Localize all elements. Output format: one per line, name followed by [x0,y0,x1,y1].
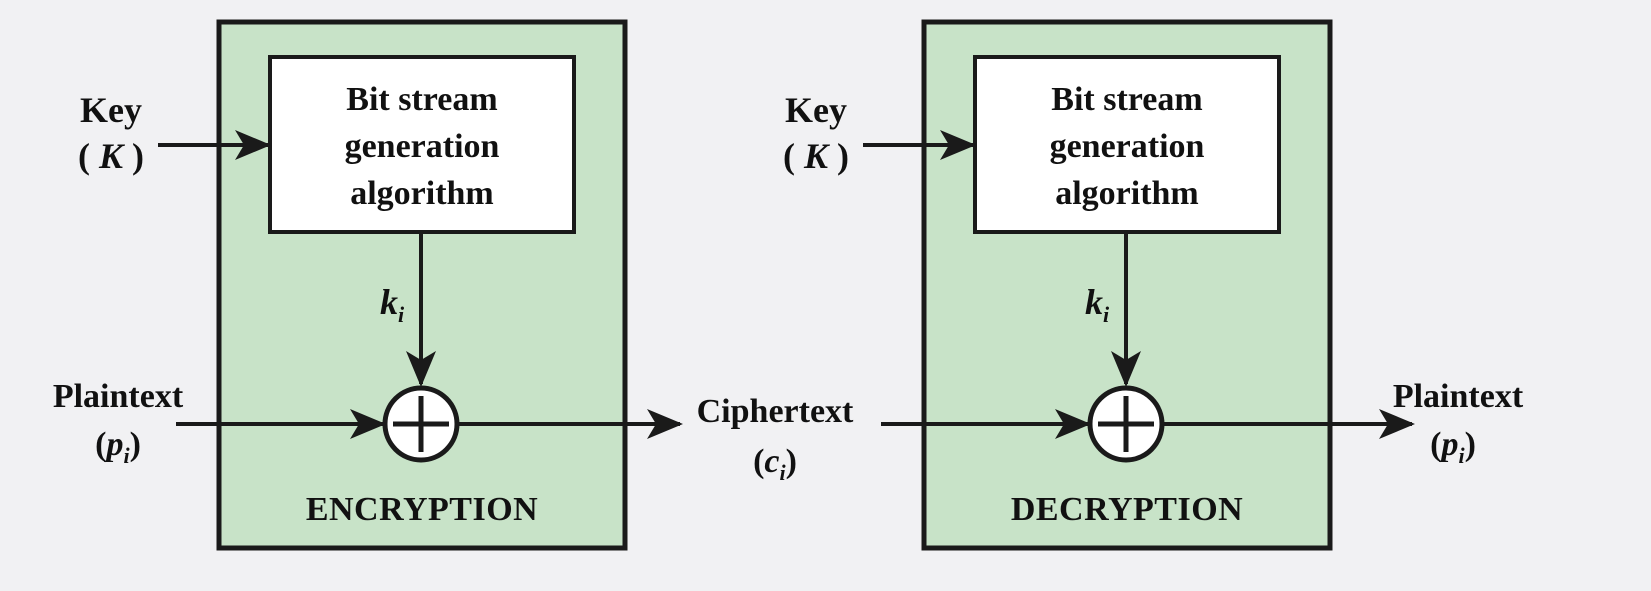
decryption-generator-label: Bit stream generation algorithm [975,76,1279,217]
generator-line-3: algorithm [350,175,494,212]
paren-open: ( [95,426,107,463]
decryption-title: DECRYPTION [924,493,1330,527]
encryption-generator-label: Bit stream generation algorithm [270,76,574,217]
encryption-key-label: Key [66,92,156,128]
plaintext-subscript: i [1458,443,1465,468]
paren-close: ) [129,426,141,463]
encryption-xor-icon [382,385,460,463]
plaintext-label-text: Plaintext [1392,378,1524,415]
encryption-plaintext-label: Plaintext [38,380,198,414]
encryption-keystream-label: ki [372,282,412,326]
keystream-symbol: k [1084,282,1103,322]
encryption-title-text: ENCRYPTION [305,491,539,528]
encryption-key-symbol: ( K ) [66,138,156,174]
ciphertext-label-text: Ciphertext [696,393,854,430]
plaintext-symbol: p [1441,426,1459,463]
plaintext-label-text: Plaintext [52,378,184,415]
keystream-subscript: i [1102,302,1110,327]
ciphertext-label: Ciphertext [680,395,870,429]
generator-line-1: Bit stream [346,81,498,118]
decryption-key-label: Key [771,92,861,128]
decryption-title-text: DECRYPTION [1010,491,1244,528]
plaintext-symbol: p [106,426,124,463]
key-symbol: K [803,136,828,176]
key-paren-open: ( [77,136,90,176]
keystream-symbol: k [379,282,398,322]
decryption-plaintext-symbol: (pi) [1413,426,1493,467]
generator-line-2: generation [1049,128,1205,165]
decryption-plaintext-label: Plaintext [1378,380,1538,414]
paren-open: ( [753,443,765,480]
ciphertext-subscript: i [779,460,786,485]
encryption-title: ENCRYPTION [219,493,625,527]
generator-line-3: algorithm [1055,175,1199,212]
key-label-text: Key [785,90,847,130]
keystream-subscript: i [397,302,405,327]
ciphertext-symbol-char: c [764,443,780,480]
ciphertext-symbol: (ci) [735,443,815,484]
encryption-plaintext-symbol: (pi) [78,426,158,467]
decryption-keystream-label: ki [1077,282,1117,326]
decryption-xor-icon [1087,385,1165,463]
paren-close: ) [1464,426,1476,463]
key-paren-close: ) [837,136,849,176]
encryption-generator-box [268,55,576,234]
paren-open: ( [1430,426,1442,463]
key-label-text: Key [80,90,142,130]
generator-line-1: Bit stream [1051,81,1203,118]
key-symbol: K [98,136,123,176]
key-paren-open: ( [782,136,795,176]
paren-close: ) [785,443,797,480]
generator-line-2: generation [344,128,500,165]
key-paren-close: ) [132,136,144,176]
plaintext-subscript: i [123,443,130,468]
decryption-key-symbol: ( K ) [771,138,861,174]
